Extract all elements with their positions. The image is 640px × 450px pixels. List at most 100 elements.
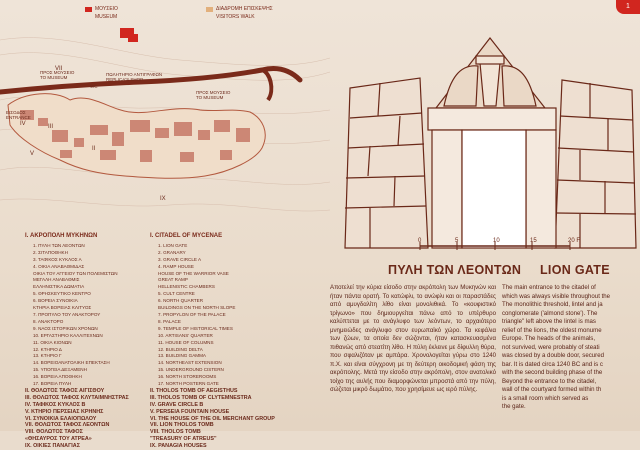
legend-walk-en-row: VISITORS WALK: [206, 14, 273, 20]
index-item: 8. PALACE: [158, 318, 181, 324]
ruins-clusters: [20, 110, 250, 162]
index-item: 2. ΣΙΤΑΠΟΘΗΚΗ: [33, 249, 68, 255]
map-legend-left: ΜΟΥΣΕΙΟ MUSEUM: [85, 6, 118, 22]
index-section: II. THOLOS TOMB OF AEGISTHUS: [150, 387, 238, 394]
text-line: The main entrance to the citadel of: [502, 284, 596, 291]
lion-gate-text-greek: Αποτελεί την κύρια είσοδο στην ακρόπολη …: [330, 284, 496, 393]
index-section: VI. ΣΥΝΟΙΚΙΑ ΕΛΑΙΟΠΩΛΟΥ: [25, 415, 97, 422]
text-line: relief of the lions, the oldest monume: [502, 326, 602, 334]
column-capital: [475, 55, 505, 65]
lion-gate-drawing: [344, 37, 637, 250]
index-item: 10. ΕΡΓΑΣΤΗΡΙΟ ΚΑΛΛΙΤΕΧΝΩΝ: [33, 332, 103, 338]
index-item: 5. ΘΡΗΣΚΕΥΤΙΚΟ ΚΕΝΤΡΟ: [33, 291, 91, 297]
left-jamb: [431, 129, 463, 249]
map-label-vii: VII: [55, 66, 63, 72]
index-section: IX. ΟΙΚΙΕΣ ΠΑΝΑΓΙΑΣ: [25, 443, 80, 450]
index-item: 13. BUILDING GAMMA: [158, 353, 206, 359]
index-section: VI. THE HOUSE OF THE OIL MERCHANT GROUP: [150, 415, 275, 422]
text-line: bar. It is dated circa 1240 BC and is c: [502, 360, 603, 368]
index-item: 3. ΤΑΦΙΚΟΣ ΚΥΚΛΟΣ Α: [33, 256, 82, 262]
map-label-wc: WC: [90, 84, 98, 89]
museum-block: [120, 28, 134, 38]
walk-swatch: [206, 6, 213, 12]
doorway: [461, 129, 527, 249]
right-jamb: [525, 129, 557, 249]
index-item: 10. ARTISANS' QUARTER: [158, 332, 213, 338]
index-item: 16. ΒΟΡΕΙΑ ΑΠΟΘΗΚΗ: [33, 374, 82, 380]
scale-label-5: 5: [455, 238, 459, 244]
index-item: 12. ΚΤΗΡΙΟ Δ: [33, 346, 62, 352]
index-item: HOUSE OF THE WARRIOR VASE: [158, 270, 229, 276]
index-item: 14. ΒΟΡΕΙΟΑΝΑΤΟΛΙΚΗ ΕΠΕΚΤΑΣΗ: [33, 360, 110, 366]
left-lion: [443, 65, 479, 107]
map-label-entrance: ΕΙΣΟΔΟΣ ENTRANCE: [6, 110, 31, 120]
legend-museum-en: MUSEUM: [95, 14, 118, 20]
index-item: ΜΕΓΑΛΗ ΑΝΑΒΑΘΜΙΣ: [33, 277, 80, 283]
index-item: 13. ΚΤΗΡΙΟ Γ: [33, 353, 62, 359]
index-section: III. THOLOS TOMB OF CLYTEMNESTRA: [150, 394, 252, 401]
panel-number-badge: 1: [616, 0, 640, 14]
index-item: 3. GRAVE CIRCLE A: [158, 256, 202, 262]
index-item: 14. NORTHEAST EXTENSION: [158, 360, 222, 366]
text-line: not survived, were probably of steati: [502, 343, 600, 351]
legend-walk-gr: ΔΙΑΔΡΟΜΗ ΕΠΙΣΚΕΨΗΣ: [216, 6, 273, 12]
text-line: wall of the courtyard formed within th: [502, 386, 602, 393]
index-item: 15. ΥΠΟΓΕΙΑ ΔΕΞΑΜΕΝΗ: [33, 367, 87, 373]
scale-bar: [419, 242, 571, 250]
scale-label-0: 0: [418, 238, 422, 244]
road-branch: [261, 68, 274, 102]
index-item: 17. NORTH POSTERN GATE: [158, 381, 219, 387]
museum-swatch: [85, 6, 92, 12]
index-item: 6. NORTH QUARTER: [158, 298, 204, 304]
index-section: V. ΚΤΗΡΙΟ ΠΕΡΣΕΙΑΣ ΚΡΗΝΗΣ: [25, 408, 104, 415]
map-label-to-museum-2: ΠΡΟΣ ΜΟΥΣΕΙΟ TO MUSEUM: [196, 90, 231, 100]
text-line: The monolithic threshold, lintel and ja: [502, 301, 603, 308]
index-item: 12. BUILDING DELTA: [158, 346, 203, 352]
lion-gate-panel: 0 5 10 15 20 F ΠΥΛΗ ΤΩΝ ΛΕΟΝΤΩΝ LION GAT…: [330, 0, 640, 431]
index-item: HELLENISTIC CHAMBERS: [158, 284, 215, 290]
citadel-outline: [7, 93, 266, 179]
index-section: IV. ΤΑΦΙΚΟΣ ΚΥΚΛΟΣ Β: [25, 401, 86, 408]
index-section: II. ΘΟΛΩΤΟΣ ΤΑΦΟΣ ΑΙΓΙΣΘΟΥ: [25, 387, 105, 394]
index-item: ΟΙΚΙΑ ΤΟΥ ΑΓΓΕΙΟΥ ΤΩΝ ΠΟΛΕΜΙΣΤΩΝ: [33, 270, 118, 276]
index-item: 1. ΠΥΛΗ ΤΩΝ ΛΕΟΝΤΩΝ: [33, 242, 85, 248]
legend-museum: ΜΟΥΣΕΙΟ: [85, 6, 118, 12]
visitors-walk-path: [0, 65, 303, 95]
index-item: 4. ΟΙΚΙΑ ΑΝΑΒΑΘΜΙΔΑΣ: [33, 263, 85, 269]
index-section: «ΘΗΣΑΥΡΟΣ ΤΟΥ ΑΤΡΕΑ»: [25, 436, 92, 443]
legend-spacer: [85, 15, 92, 20]
text-line: the gate.: [502, 403, 526, 410]
text-line: triangle" left above the lintel is mas: [502, 318, 596, 325]
index-section: VII. LION THOLOS TOMB: [150, 422, 214, 429]
text-line: with the second building phase of the: [502, 369, 603, 376]
index-item: 9. TEMPLE OF HISTORICAL TIMES: [158, 325, 233, 331]
index-section: VIII. ΘΟΛΩΤΟΣ ΤΑΦΟΣ: [25, 429, 83, 436]
svg-text:III: III: [48, 124, 53, 130]
index-greek-heading: I. ΑΚΡΟΠΟΛΗ ΜΥΚΗΝΩΝ: [25, 233, 98, 239]
index-item: 1. LION GATE: [158, 242, 188, 248]
index-section: IV. GRAVE CIRCLE B: [150, 401, 204, 408]
index-item: GREAT RAMP: [158, 277, 188, 283]
text-line: was closed by a double door, secured: [502, 352, 604, 359]
scale-label-15: 15: [530, 238, 537, 244]
relief-column: [479, 62, 501, 107]
index-item: 15. UNDERGROUND CISTERN: [158, 367, 224, 373]
index-item: 4. RAMP HOUSE: [158, 263, 194, 269]
legend-spacer: [206, 15, 213, 20]
index-item: ΚΤΗΡΙΑ ΒΟΡΕΙΑΣ ΚΛΙΤΥΟΣ: [33, 305, 92, 311]
map-legend-right: ΔΙΑΔΡΟΜΗ ΕΠΙΣΚΕΨΗΣ VISITORS WALK: [206, 6, 273, 22]
index-section: VIII. THOLOS TOMB: [150, 429, 201, 436]
index-item: 5. CULT CENTRE: [158, 291, 195, 297]
index-item: 7. ΠΡΟΠΥΛΟ ΤΟΥ ΑΝΑΚΤΟΡΟΥ: [33, 311, 101, 317]
index-item: 9. ΝΑΟΣ ΙΣΤΟΡΙΚΩΝ ΧΡΟΝΩΝ: [33, 325, 98, 331]
legend-museum-en-row: MUSEUM: [85, 14, 118, 20]
index-section: IX. PANAGIA HOUSES: [150, 443, 207, 450]
